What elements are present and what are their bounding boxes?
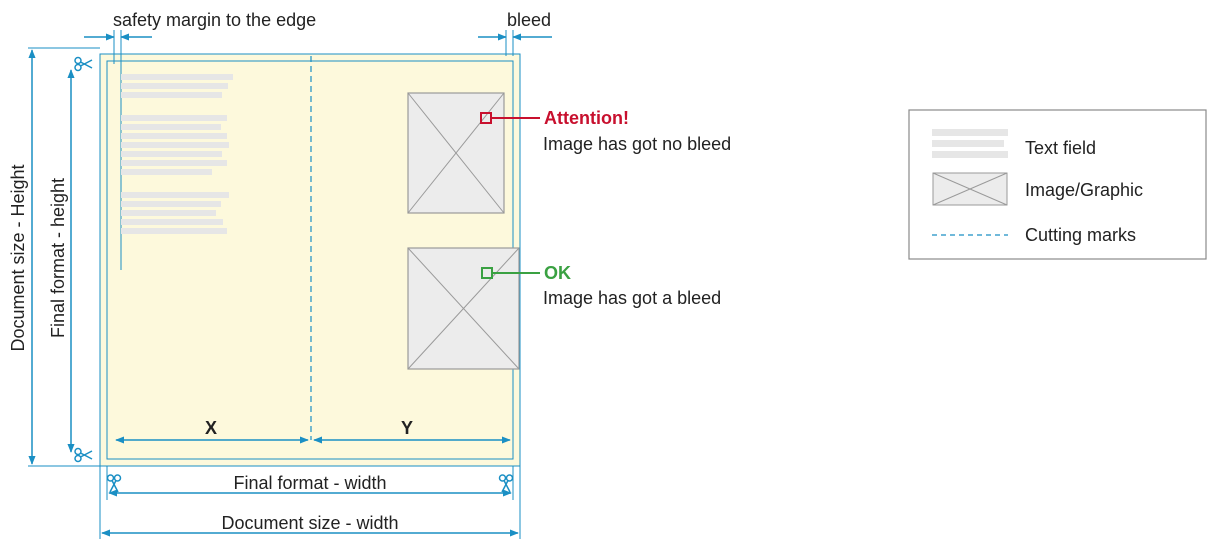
image-with-bleed (407, 247, 520, 370)
ok-title: OK (544, 263, 571, 283)
legend-text-field-label: Text field (1025, 138, 1096, 158)
scissors-icon (74, 447, 93, 463)
final-width-label: Final format - width (233, 473, 386, 493)
legend: Text field Image/Graphic Cutting marks (908, 109, 1207, 260)
safety-margin-label: safety margin to the edge (113, 10, 316, 30)
panel-y-label: Y (401, 418, 413, 438)
scissors-icon (74, 56, 93, 72)
attention-title: Attention! (544, 108, 629, 128)
scissors-icon (498, 474, 514, 493)
scissors-icon (106, 474, 122, 493)
document-width-label: Document size - width (221, 513, 398, 533)
panel-x-label: X (205, 418, 217, 438)
bleed-label: bleed (507, 10, 551, 30)
legend-cutting-label: Cutting marks (1025, 225, 1136, 245)
image-no-bleed (407, 92, 505, 214)
document-height-label: Document size - Height (8, 164, 28, 351)
legend-image-label: Image/Graphic (1025, 180, 1143, 200)
final-height-label: Final format - height (48, 178, 68, 338)
legend-text-field-swatch (932, 129, 1008, 158)
attention-text: Image has got no bleed (543, 134, 731, 154)
ok-text: Image has got a bleed (543, 288, 721, 308)
text-field-placeholder (121, 74, 233, 234)
legend-image-swatch (932, 172, 1008, 206)
